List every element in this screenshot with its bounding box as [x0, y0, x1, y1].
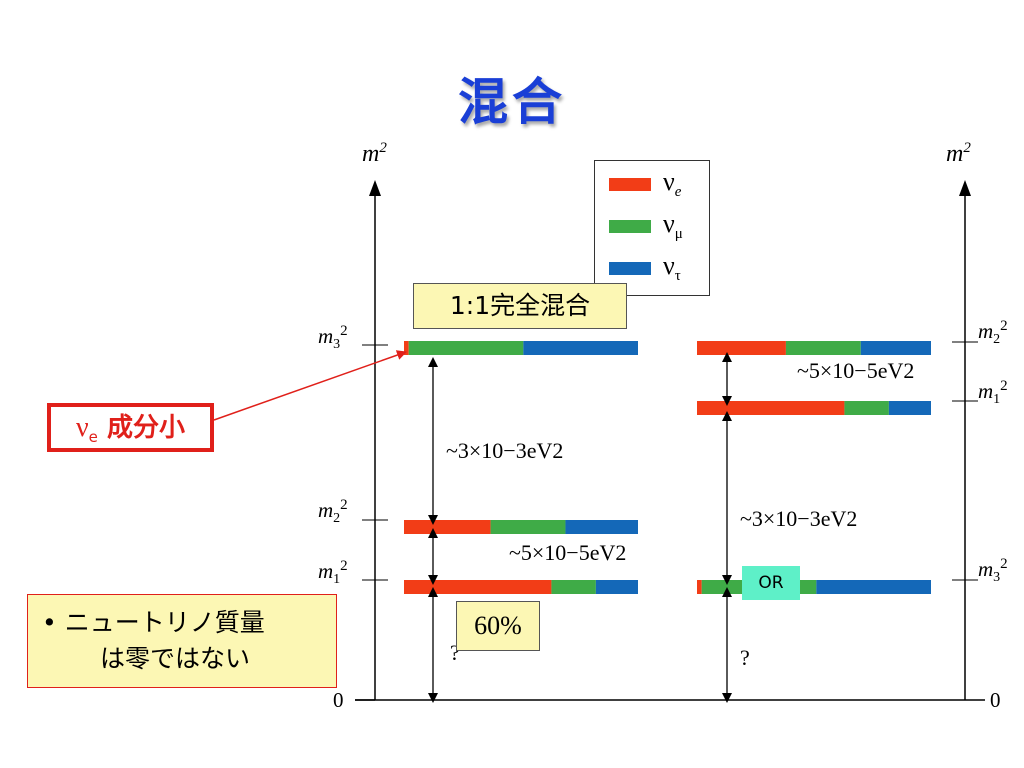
bar-inverted-m1-mu [844, 401, 889, 415]
unknown-right: ? [740, 645, 750, 670]
level-label-left-m3: m32m3 [318, 323, 348, 353]
legend: νe νμ ντ [594, 160, 710, 296]
bar-inverted-m3-tau [816, 580, 931, 594]
callout-pointer [213, 350, 407, 421]
or-label: OR [742, 566, 800, 600]
mass-nonzero-note: • ニュートリノ質量 は零ではない [27, 594, 337, 688]
level-label-right-m3: m32m3 [978, 556, 1008, 586]
bar-normal-m3-e [404, 341, 409, 355]
bar-inverted-m1-e [697, 401, 845, 415]
flavor-bars [404, 341, 931, 594]
unknown-left: ? [450, 640, 460, 665]
page-title: 混合 [458, 73, 566, 131]
bar-inverted-m1-tau [888, 401, 931, 415]
bar-inverted-m3-e [697, 580, 702, 594]
bar-normal-m1-tau [595, 580, 638, 594]
note-line-1: • ニュートリノ質量 [42, 608, 265, 637]
zero-label-left: 0 [333, 688, 344, 712]
bar-normal-m3-mu [408, 341, 524, 355]
left-axis-arrow [369, 180, 381, 196]
right-axis-arrow [959, 180, 971, 196]
legend-swatch-nu-tau [609, 262, 651, 275]
level-label-right-m2: m22m2 [978, 318, 1008, 348]
bar-inverted-m2-mu [785, 341, 861, 355]
percent-box: 60% [456, 601, 540, 651]
sol-splitting-left: ~5×10−5eV2 [509, 540, 627, 565]
ve-small-callout: νe 成分小 [47, 403, 214, 452]
level-label-left-m2: m22m2 [318, 497, 348, 527]
bar-inverted-m2-e [697, 341, 786, 355]
level-label-right-m1: m12m1 [978, 378, 1008, 408]
bar-normal-m2-tau [565, 520, 638, 534]
legend-swatch-nu-mu [609, 220, 651, 233]
bar-normal-m1-e [404, 580, 552, 594]
legend-swatch-nu-e [609, 178, 651, 191]
sol-splitting-right: ~5×10−5eV2 [797, 358, 915, 383]
zero-label-right: 0 [990, 688, 1001, 712]
bar-normal-m2-mu [490, 520, 566, 534]
bar-inverted-m2-tau [860, 341, 931, 355]
atm-splitting-right: ~3×10−3eV2 [740, 506, 858, 531]
level-label-left-m1: m12m1 [318, 558, 348, 588]
full-mixing-box: 1:1完全混合 [413, 283, 627, 329]
bar-normal-m2-e [404, 520, 491, 534]
bar-normal-m1-mu [551, 580, 596, 594]
note-line-2: は零ではない [100, 644, 251, 673]
atm-splitting-left: ~3×10−3eV2 [446, 438, 564, 463]
bar-normal-m3-tau [523, 341, 638, 355]
